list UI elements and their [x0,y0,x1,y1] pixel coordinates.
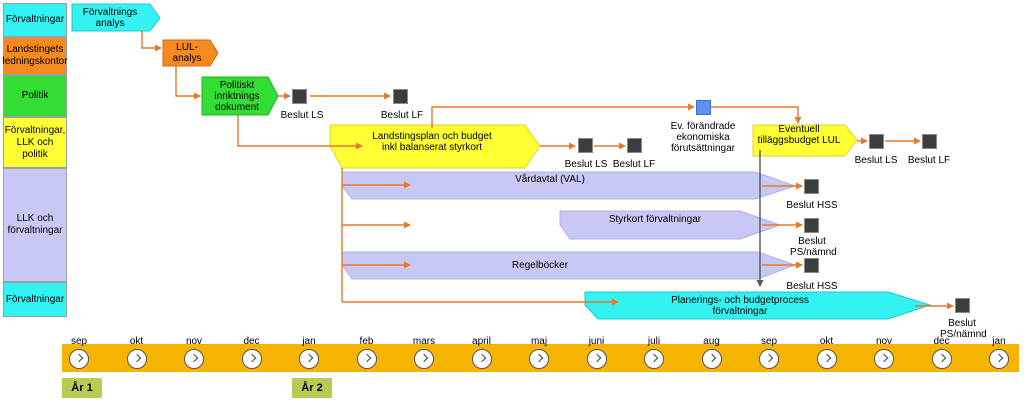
decision-marker [955,298,970,313]
clock-icon [184,349,204,369]
timeline-month-label: aug [703,336,720,347]
decision-marker [804,179,819,194]
clock-icon [299,349,319,369]
clock-icon [471,349,492,369]
year-2-badge: År 2 [292,378,332,398]
beslut-lf-label: Beslut LF [907,155,951,166]
clock-icon [126,349,147,369]
planeringsprocess-label: Planerings- och budgetprocess förvaltnin… [671,295,809,317]
clock-icon [759,349,779,369]
clock-icon [241,349,262,369]
timeline-month-label: mars [412,336,436,347]
change-marker [696,100,711,115]
lane-llk-forvaltningar: LLK och förvaltningar [3,168,67,282]
beslut-lf-label: Beslut LF [380,110,424,121]
decision-marker [393,89,408,104]
lane-label: Förvaltningar, LLK och politik [4,124,66,160]
clock-icon [931,349,952,369]
decision-marker [292,89,307,104]
timeline-month-label: dec [933,336,950,347]
lane-label: Landstingets ledningskontor [2,44,68,67]
timeline-month-label: okt [819,336,834,347]
timeline-month-label: dec [243,336,260,347]
decision-marker [869,134,884,149]
clock-icon [414,349,434,369]
politiskt-dokument-shape [201,76,279,116]
tillaggsbudget-label: Eventuell tilläggsbudget LUL [757,124,841,146]
timeline-month-label: feb [359,336,374,347]
decision-marker [578,138,593,153]
lane-label: Politik [21,90,49,101]
beslut-ls-label: Beslut LS [854,155,898,166]
clock-icon [816,349,837,369]
timeline-month-label: juli [647,336,661,347]
decision-marker [922,134,937,149]
clock-icon [701,349,722,369]
timeline-month-label: sep [760,336,778,347]
lane-landstingets-ledningskontor: Landstingets ledningskontor [2,37,68,75]
clock-icon [874,349,894,369]
beslut-hss-label: Beslut HSS [786,200,838,211]
timeline-month-label: jan [302,336,316,347]
lane-forvaltningar-llk-politik: Förvaltningar, LLK och politik [3,117,67,168]
connector [141,31,162,52]
beslut-ls-label: Beslut LS [280,110,324,121]
timeline-month-label: nov [875,336,893,347]
clock-icon [356,349,377,369]
lane-forvaltningar-2: Förvaltningar [3,282,67,317]
politiskt-dokument-label: Politiskt inriktnings dokument [214,80,260,113]
vardavtal-label: Vårdavtal (VAL) [515,174,585,185]
timeline-month-label: nov [185,336,203,347]
beslut-ls-label: Beslut LS [564,159,608,170]
timeline-month-label: juni [588,336,605,347]
decision-marker [804,258,819,273]
lane-label: Förvaltningar [5,14,65,25]
lul-analys-label: LUL- analys [172,42,202,64]
lane-label: LLK och förvaltningar [7,213,63,236]
clock-icon [644,349,664,369]
timeline-month-label: april [472,336,491,347]
ev-forandrade-label: Ev. förändrade ekonomiska förutsättninga… [670,121,736,154]
tillaggsbudget-shape [752,124,858,157]
beslut-ps-label: Beslut PS/nämnd [940,318,987,340]
connector [175,66,201,100]
connector [237,115,363,150]
clock-icon [586,349,607,369]
clock-icon [989,349,1009,369]
timeline-month-label: okt [129,336,144,347]
beslut-lf-label: Beslut LF [612,159,656,170]
timeline-month-label: sep [70,336,88,347]
clock-icon [69,349,89,369]
regelbocker-label: Regelböcker [511,260,569,271]
timeline-month-label: jan [992,336,1006,347]
connector [431,103,695,128]
lane-label: Förvaltningar [5,293,65,305]
lane-forvaltningar-1: Förvaltningar [3,3,67,37]
year-1-badge: År 1 [62,378,102,398]
landstingsplan-label: Landstingsplan och budget inkl balansera… [372,131,492,153]
beslut-hss-label: Beslut HSS [786,281,838,292]
decision-marker [804,218,819,233]
decision-marker [627,138,642,153]
forvaltningsanalys-shape [71,3,161,32]
lul-analys-shape [162,39,219,67]
beslut-ps-label: Beslut PS/nämnd [790,236,837,258]
clock-icon [529,349,549,369]
styrkort-label: Styrkort förvaltningar [608,214,702,225]
forvaltningsanalys-label: Förvaltnings analys [82,7,138,29]
lane-politik: Politik [3,75,67,117]
timeline-month-label: maj [530,336,548,347]
planeringsprocess-shape [584,291,932,320]
connector [711,106,802,124]
styrkort-shape [559,210,782,240]
